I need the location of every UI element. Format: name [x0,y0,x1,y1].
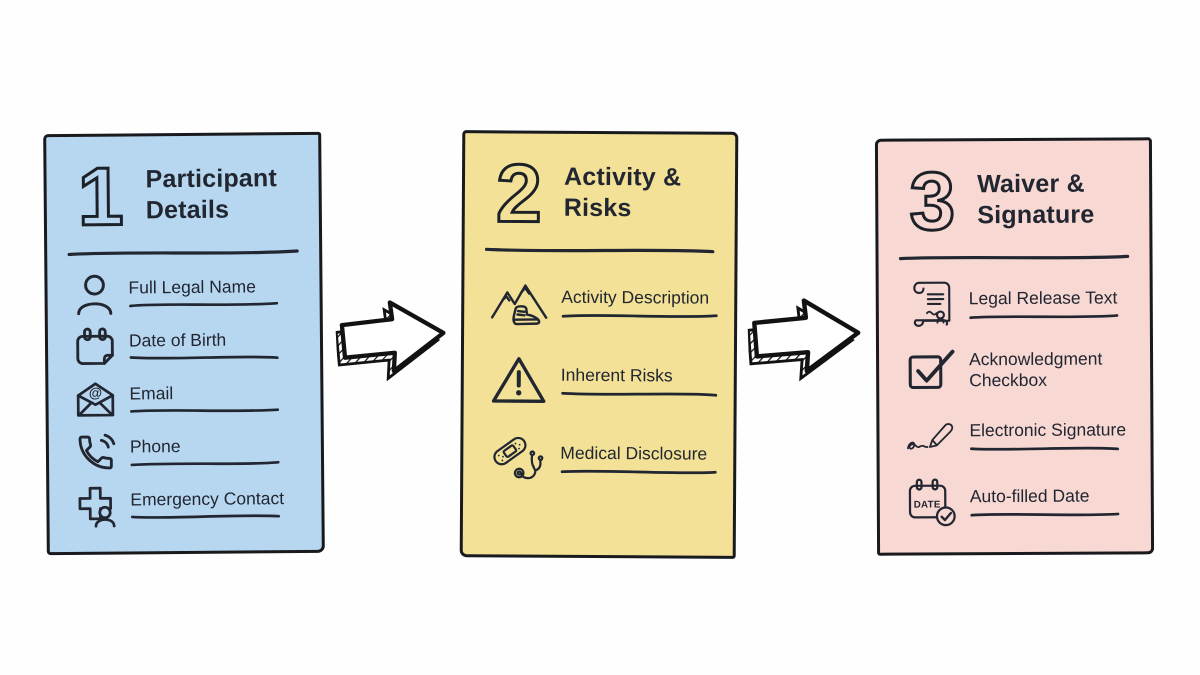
signature-pen-icon [905,410,957,462]
calendar-icon [74,325,116,367]
list-item: Medical Disclosure [489,419,733,498]
list-item: Phone [75,424,321,479]
item-label: Emergency Contact [130,487,285,510]
item-label: Electronic Signature [969,419,1127,441]
underline-line [970,446,1120,451]
divider-line [898,254,1130,261]
item-label: Acknowledgment Checkbox [969,348,1103,391]
item-label: Full Legal Name [128,276,257,298]
divider-line [67,249,299,257]
svg-text:@: @ [89,385,102,400]
date-calendar-icon: DATE [906,476,958,528]
phone-icon [75,431,117,473]
legal-scroll-icon [905,278,957,330]
list-item: Inherent Risks [490,341,734,420]
person-icon [73,272,115,315]
svg-text:3: 3 [909,156,955,247]
email-icon: @ [74,378,116,420]
item-label: Email [129,382,174,404]
step-title: Participant Details [145,164,278,224]
divider-line [484,247,715,254]
panel-header: 3 Waiver & Signature [878,140,1150,249]
underline-line [970,512,1120,517]
item-label: Legal Release Text [968,287,1118,309]
item-label: Activity Description [561,287,710,308]
item-label: Phone [129,435,181,457]
underline-line [130,408,280,413]
step-panel-participant-details: 1 Participant Details Full Legal Name [43,131,325,556]
item-label: Date of Birth [128,329,227,351]
svg-text:DATE: DATE [914,499,941,510]
panel-header: 2 Activity & Risks [465,133,736,241]
list-item: Acknowledgment Checkbox [905,336,1150,403]
step-number-outline: 1 [76,150,125,244]
svg-text:2: 2 [496,148,542,239]
underline-line [129,355,279,360]
medical-disclosure-icon [489,429,547,487]
underline-line [131,514,281,520]
svg-text:1: 1 [78,152,124,243]
emergency-contact-icon [75,484,117,528]
list-item: Legal Release Text [905,270,1150,337]
list-item: Electronic Signature [905,402,1150,469]
warning-triangle-icon [490,351,548,409]
step-panel-activity-risks: 2 Activity & Risks [459,130,739,559]
item-label: Medical Disclosure [560,443,708,464]
list-item: Emergency Contact [75,477,321,532]
arrow-right-icon [746,287,866,383]
item-label: Inherent Risks [560,365,673,386]
step-title: Activity & Risks [563,162,682,222]
underline-line [560,469,717,474]
step-number-outline: 3 [908,155,957,249]
checkbox-icon [905,344,957,396]
step-number-outline: 2 [494,147,543,241]
arrow-right-icon [334,288,453,384]
underline-line [130,461,280,467]
underline-line [561,391,718,397]
underline-line [969,313,1119,319]
item-list: Full Legal Name Date of Birth [47,256,321,532]
item-list: Activity Description Inherent Risks [463,254,734,499]
list-item: @ Email [74,371,320,426]
list-item: DATE Auto-filled Date [906,468,1151,535]
list-item: Date of Birth [74,318,320,373]
list-item: Activity Description [490,263,734,342]
step-title: Waiver & Signature [977,169,1095,229]
hiking-activity-icon [490,273,548,331]
item-label: Auto-filled Date [969,485,1090,507]
step-panel-waiver-signature: 3 Waiver & Signature [874,137,1155,556]
underline-line [129,302,279,308]
list-item: Full Legal Name [73,265,319,320]
item-list: Legal Release Text Acknowledgment Checkb… [879,261,1151,535]
underline-line [561,313,718,318]
panel-header: 1 Participant Details [46,135,319,244]
